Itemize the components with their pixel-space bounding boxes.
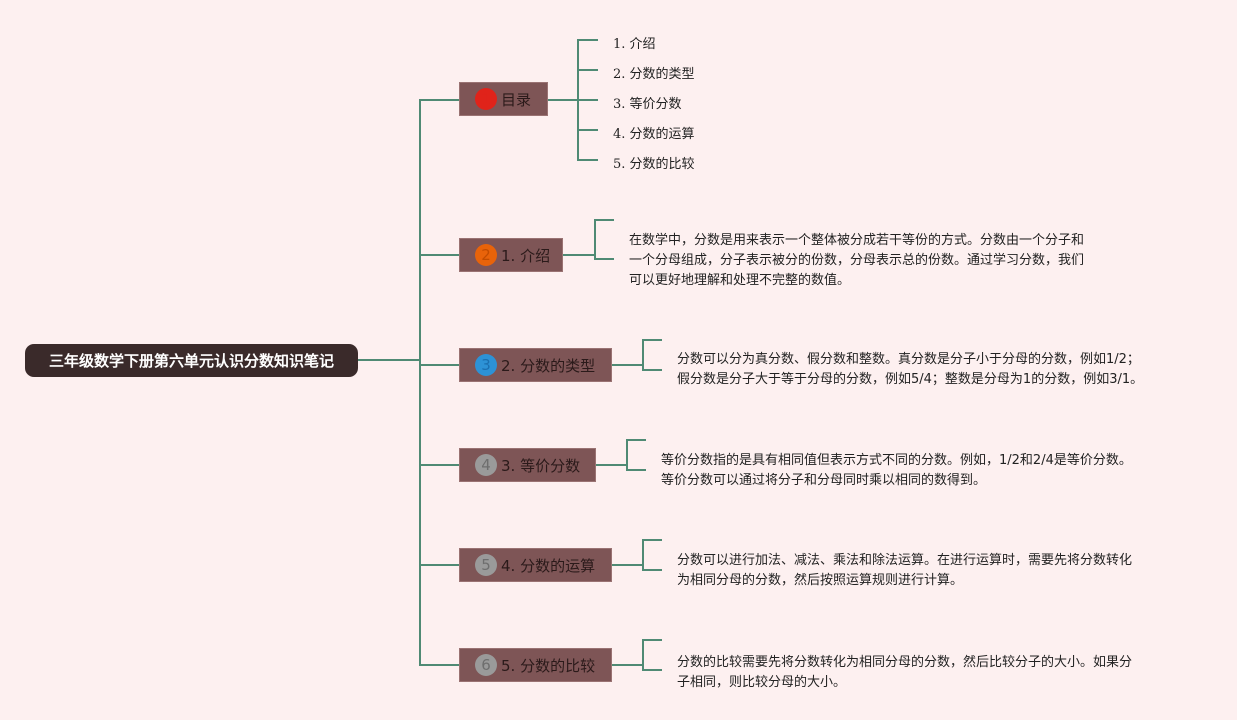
branch-label: 目录	[501, 90, 532, 109]
types-text: 分数可以分为真分数、假分数和整数。真分数是分子小于分母的分数，例如1/2； 假分…	[677, 352, 1144, 387]
branch-label: 5. 分数的比较	[501, 656, 596, 675]
number-badge-icon: 4	[475, 454, 497, 476]
number-badge-icon: 3	[475, 354, 497, 376]
operations-text: 分数可以进行加法、减法、乘法和除法运算。在进行运算时，需要先将分数转化 为相同分…	[677, 553, 1133, 588]
toc-item[interactable]: 3. 等价分数	[613, 97, 682, 112]
branch-label: 3. 等价分数	[501, 456, 581, 475]
branch-node-toc[interactable]: 1 目录	[459, 82, 548, 116]
comparison-text: 分数的比较需要先将分数转化为相同分母的分数，然后比较分子的大小。如果分 子相同，…	[677, 655, 1133, 690]
number-badge-icon: 5	[475, 554, 497, 576]
toc-item[interactable]: 4. 分数的运算	[613, 127, 695, 142]
branch-node-intro[interactable]: 2 1. 介绍	[459, 238, 563, 272]
toc-item[interactable]: 5. 分数的比较	[613, 157, 695, 172]
branch-label: 4. 分数的运算	[501, 556, 596, 575]
branch-node-comparison[interactable]: 6 5. 分数的比较	[459, 648, 612, 682]
root-node[interactable]: 三年级数学下册第六单元认识分数知识笔记	[25, 344, 358, 377]
number-badge-icon: 1	[475, 88, 497, 110]
number-badge-icon: 2	[475, 244, 497, 266]
toc-item[interactable]: 1. 介绍	[613, 37, 656, 52]
branch-label: 1. 介绍	[501, 246, 551, 265]
branch-node-operations[interactable]: 5 4. 分数的运算	[459, 548, 612, 582]
intro-text: 在数学中，分数是用来表示一个整体被分成若干等份的方式。分数由一个分子和 一个分母…	[629, 233, 1085, 288]
root-label: 三年级数学下册第六单元认识分数知识笔记	[48, 352, 334, 370]
toc-item[interactable]: 2. 分数的类型	[613, 67, 695, 82]
branch-node-equivalent[interactable]: 4 3. 等价分数	[459, 448, 596, 482]
equivalent-text: 等价分数指的是具有相同值但表示方式不同的分数。例如，1/2和2/4是等价分数。 …	[661, 453, 1132, 488]
number-badge-icon: 6	[475, 654, 497, 676]
branch-label: 2. 分数的类型	[501, 356, 596, 375]
branch-node-types[interactable]: 3 2. 分数的类型	[459, 348, 612, 382]
